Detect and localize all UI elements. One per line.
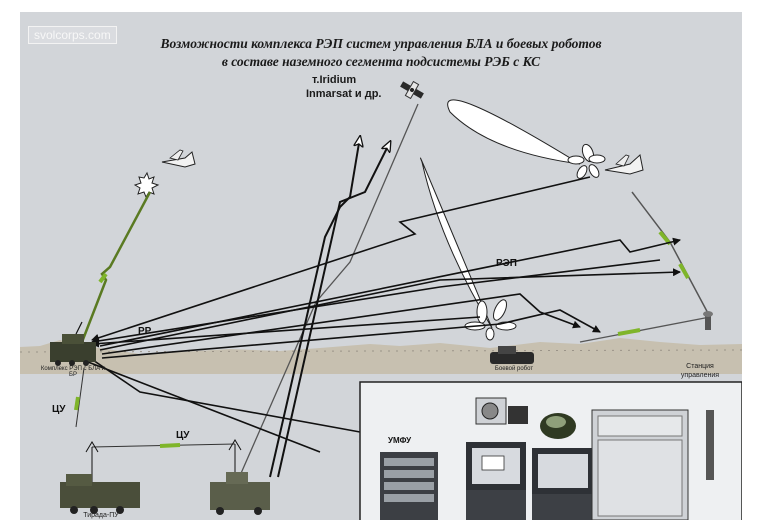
uplink-arrows <box>269 137 390 478</box>
label-station-1: Станция <box>686 363 714 370</box>
monitor-icon <box>466 442 526 520</box>
satellite-label-1: т.Iridium <box>312 74 357 86</box>
satellite-label-2: Inmarsat и др. <box>306 88 382 100</box>
label-rr: РР <box>138 326 152 337</box>
label-station-2: управления <box>680 372 720 379</box>
workstation-icon <box>532 448 594 520</box>
label-cu-left: ЦУ <box>52 404 66 415</box>
satellite-icon <box>400 80 424 100</box>
label-umfu: УМФУ <box>388 436 412 445</box>
jamming-lobes-upper <box>447 99 606 179</box>
label-rep: РЭП <box>496 258 517 269</box>
label-robot: Боевой робот <box>494 366 534 372</box>
label-tirada: Тирада-ПУ <box>83 512 119 519</box>
drone-right-icon <box>604 154 644 175</box>
ground-terrain <box>20 338 742 374</box>
jamming-lobes-lower <box>419 157 517 341</box>
equipment-rack-icon <box>380 452 438 520</box>
rep-arrows <box>87 176 681 453</box>
combat-robot-icon <box>490 346 534 364</box>
diagram-graphics <box>20 80 742 520</box>
explosion-icon <box>133 171 160 199</box>
mid-vehicle-icon <box>210 472 270 515</box>
camera-icon <box>475 397 528 425</box>
label-station: Станция управления <box>670 362 730 380</box>
title-line-1: Возможности комплекса РЭП систем управле… <box>160 36 602 51</box>
whip-antenna-icon <box>706 410 714 480</box>
dome-antenna-icon <box>540 413 576 439</box>
label-complex: Комплекс РЭП с БЛА и БР <box>40 366 106 378</box>
watermark: svolcorps.com <box>28 26 117 44</box>
cabinet-icon <box>591 409 689 520</box>
green-links <box>74 103 711 488</box>
title-line-2: в составе наземного сегмента подсистемы … <box>221 54 541 69</box>
station-antenna-icon <box>703 311 713 330</box>
drone-left-icon <box>161 149 196 168</box>
complex-vehicle-icon <box>50 321 96 366</box>
fence-line <box>20 349 742 353</box>
label-cu-mid: ЦУ <box>176 430 190 441</box>
tirada-vehicle-icon <box>60 474 140 514</box>
diagram-slide: svolcorps.com Возможности комплекса РЭП … <box>20 12 742 520</box>
